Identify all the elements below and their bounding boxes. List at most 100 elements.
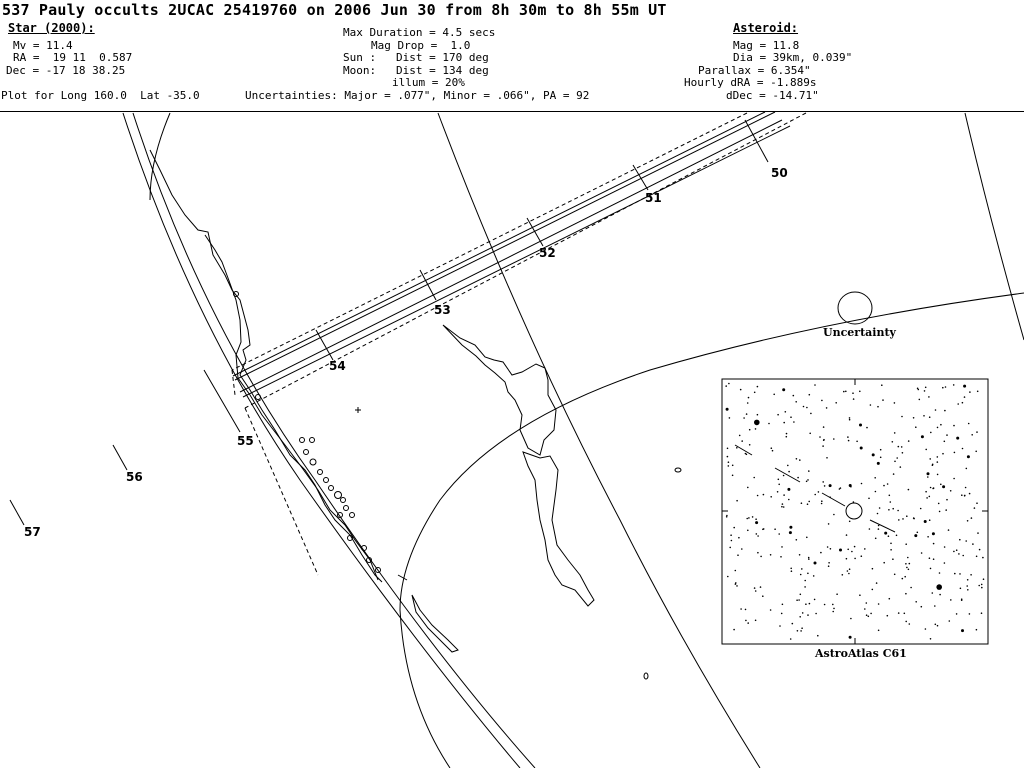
background-star — [943, 546, 946, 548]
background-star — [870, 612, 872, 615]
background-star — [897, 445, 900, 448]
background-star — [771, 449, 774, 452]
background-star — [868, 497, 870, 500]
background-star — [928, 495, 931, 498]
moon-illumination: illum = 20% — [392, 76, 465, 89]
background-star — [813, 561, 817, 565]
background-star — [939, 593, 941, 596]
hourly-ddec: dDec = -14.71" — [726, 89, 819, 102]
background-star — [769, 609, 772, 611]
background-star — [896, 457, 898, 459]
earth-limb-inner — [132, 112, 536, 768]
background-star — [806, 503, 809, 506]
background-star — [787, 487, 791, 491]
background-star — [902, 518, 904, 520]
background-star — [938, 510, 941, 513]
background-star — [958, 553, 960, 555]
background-star — [733, 526, 735, 529]
background-star — [931, 532, 935, 536]
time-mark-55: 55 — [237, 434, 254, 448]
background-star — [851, 550, 853, 553]
background-star — [907, 440, 910, 442]
background-star — [908, 623, 911, 625]
background-star — [739, 388, 742, 391]
background-star — [778, 483, 780, 486]
time-mark-54: 54 — [329, 359, 346, 373]
background-star — [845, 557, 848, 560]
background-star — [799, 459, 801, 461]
background-star — [805, 480, 808, 483]
background-star — [959, 587, 962, 590]
background-star — [875, 582, 878, 584]
background-star — [845, 390, 847, 393]
background-star — [966, 520, 969, 522]
background-star — [936, 624, 939, 627]
australia-coastline — [149, 149, 383, 583]
background-star — [729, 546, 731, 549]
background-star — [806, 536, 808, 539]
background-star — [965, 467, 968, 470]
background-star — [892, 473, 895, 475]
background-star — [865, 602, 868, 604]
asteroid-header: Asteroid: — [733, 21, 799, 35]
background-star — [948, 620, 951, 622]
background-star — [960, 599, 963, 601]
background-star — [928, 416, 931, 419]
background-star — [874, 490, 877, 493]
background-star — [731, 464, 734, 467]
background-star — [756, 413, 759, 416]
background-star — [848, 572, 850, 575]
background-star — [798, 599, 800, 601]
background-star — [968, 492, 971, 495]
background-star — [782, 388, 786, 392]
background-star — [917, 388, 920, 391]
background-star — [853, 545, 856, 548]
background-star — [783, 421, 785, 424]
background-star — [955, 549, 958, 551]
plot-location: Plot for Long 160.0 Lat -35.0 — [1, 89, 200, 102]
background-star — [884, 531, 888, 535]
background-star — [908, 562, 911, 565]
background-star — [934, 623, 937, 626]
background-star — [876, 512, 879, 515]
background-star — [779, 625, 781, 627]
background-star — [762, 493, 765, 496]
background-star — [967, 422, 970, 425]
background-star — [923, 520, 927, 523]
star-chart-edge-ticks — [722, 379, 988, 644]
background-star — [780, 556, 782, 558]
background-star — [790, 416, 792, 419]
background-star — [822, 445, 824, 447]
background-star — [753, 391, 756, 394]
background-star — [725, 516, 728, 518]
background-star — [780, 612, 783, 615]
background-star — [738, 536, 740, 539]
background-star — [970, 574, 972, 576]
background-star — [952, 384, 955, 386]
background-star — [975, 555, 978, 558]
background-star — [807, 614, 809, 616]
background-star — [981, 586, 983, 589]
observer-cross — [355, 407, 361, 413]
background-star — [832, 603, 834, 606]
background-star — [734, 569, 737, 572]
background-star — [866, 426, 868, 429]
background-star — [726, 447, 729, 450]
background-star — [753, 587, 756, 589]
background-star — [877, 405, 879, 408]
background-star — [799, 593, 802, 596]
background-star — [932, 558, 935, 560]
background-star — [755, 518, 757, 520]
background-star — [797, 476, 799, 479]
background-star — [877, 629, 880, 632]
background-star — [932, 542, 935, 545]
background-star — [808, 393, 811, 396]
background-star — [751, 516, 754, 518]
background-star — [725, 407, 729, 411]
background-star — [730, 539, 733, 542]
background-star — [799, 616, 801, 618]
background-star — [790, 567, 792, 570]
background-star — [784, 411, 787, 413]
background-star — [907, 568, 910, 571]
background-star — [743, 417, 745, 419]
